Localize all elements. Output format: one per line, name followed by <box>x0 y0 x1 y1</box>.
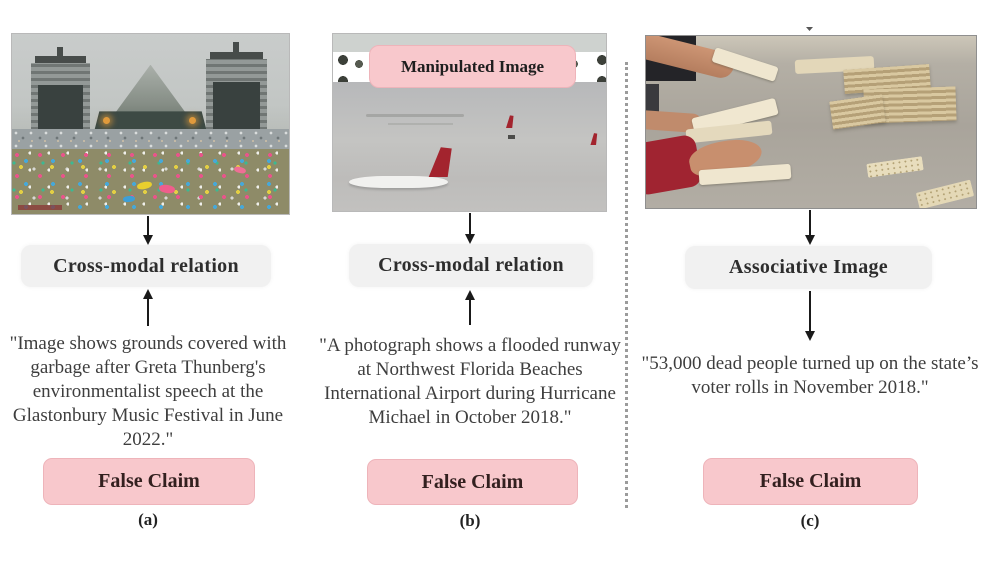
badge-label: Manipulated Image <box>400 56 545 76</box>
relation-label: Cross-modal relation <box>378 254 564 276</box>
photo-watermark <box>17 205 62 211</box>
ballot-counting-photo <box>645 35 977 209</box>
crowd-band <box>12 129 289 153</box>
false-claim-pill-c: False Claim <box>703 458 918 505</box>
arrow-up-icon <box>464 290 475 325</box>
screen-tower-left <box>31 46 90 137</box>
stage-light <box>189 116 197 124</box>
screen-tower-right <box>205 42 267 137</box>
arrow-up-icon <box>142 289 153 326</box>
verdict-label: False Claim <box>98 470 200 492</box>
airplane-fuselage <box>349 175 448 188</box>
panel-caption-c: (c) <box>800 511 820 530</box>
flood-water <box>333 81 606 211</box>
distant-tail-fin <box>590 133 598 146</box>
manipulated-image-badge: Manipulated Image <box>369 45 576 88</box>
relation-box-c: Associative Image <box>685 246 932 289</box>
debris-streak <box>387 122 454 125</box>
dark-edge <box>646 84 660 112</box>
relation-label: Cross-modal relation <box>53 254 239 277</box>
relation-box-b: Cross-modal relation <box>349 244 593 287</box>
cropped-arrow-tip <box>806 27 813 31</box>
dotted-divider <box>625 62 628 508</box>
panel-caption-b: (b) <box>459 511 481 530</box>
debris-streak <box>365 113 465 117</box>
false-claim-pill-a: False Claim <box>43 458 255 505</box>
distant-debris <box>507 134 515 139</box>
stage-light <box>103 116 111 124</box>
claim-text-c: "53,000 dead people turned up on the sta… <box>641 353 979 398</box>
verdict-label: False Claim <box>421 470 524 493</box>
panel-caption-a: (a) <box>138 510 158 529</box>
relation-box-a: Cross-modal relation <box>21 245 271 287</box>
flooded-runway-photo: Manipulated Image <box>332 33 607 212</box>
claim-text-b: "A photograph shows a flooded runway at … <box>319 335 621 428</box>
arrow-down-icon <box>464 213 475 244</box>
verdict-label: False Claim <box>759 470 862 492</box>
claim-text-a: "Image shows grounds covered with garbag… <box>9 333 287 450</box>
false-claim-pill-b: False Claim <box>367 459 578 505</box>
arrow-down-icon <box>804 291 815 341</box>
distant-tail-fin <box>505 115 514 129</box>
festival-photo <box>11 33 290 215</box>
relation-label: Associative Image <box>729 256 888 278</box>
arrow-down-icon <box>804 210 815 245</box>
arrow-down-icon <box>142 216 153 245</box>
